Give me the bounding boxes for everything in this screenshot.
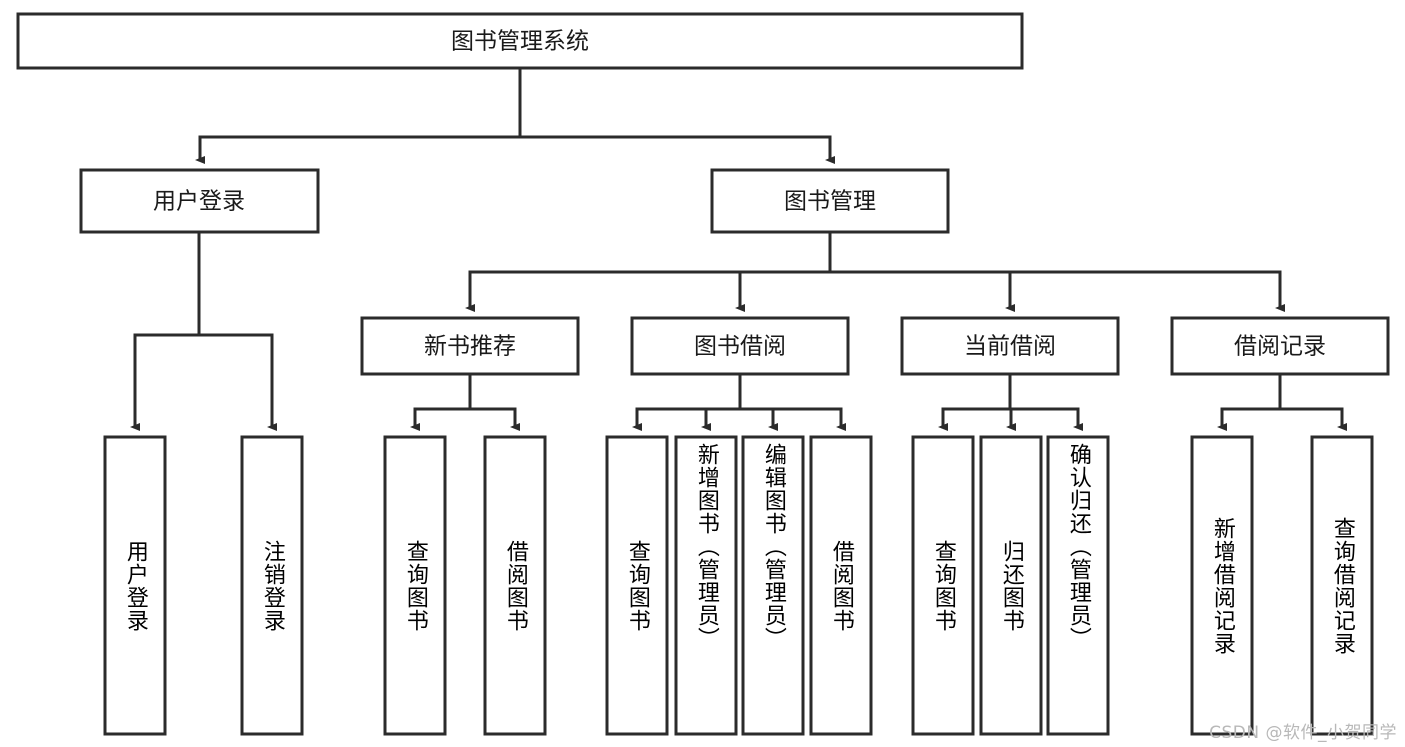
node-user-login[interactable]: 用户登录 xyxy=(79,168,320,234)
node-book-borrow-box[interactable] xyxy=(630,316,850,376)
leaf-box-borrow-book-1[interactable] xyxy=(483,435,547,736)
leaf-box-user-login[interactable] xyxy=(103,435,167,736)
connector-borrow-record-to-leaves xyxy=(1217,372,1347,431)
node-borrow-record-box[interactable] xyxy=(1170,316,1390,376)
node-current-borrow-box[interactable] xyxy=(900,316,1120,376)
leaf-box-confirm-return-admin[interactable] xyxy=(1046,435,1110,736)
connector-current-borrow-to-leaves xyxy=(938,372,1083,431)
leaf-box-return-book[interactable] xyxy=(979,435,1043,736)
node-current-borrow-label: 当前借阅 xyxy=(964,334,1056,360)
node-book-manage-box[interactable] xyxy=(710,168,950,234)
node-root[interactable]: 图书管理系统 xyxy=(16,12,1024,70)
node-new-book-rec-label: 新书推荐 xyxy=(424,334,516,360)
node-book-borrow[interactable]: 图书借阅 xyxy=(630,316,850,376)
leaf-box-query-book-3[interactable] xyxy=(911,435,975,736)
node-new-book-rec[interactable]: 新书推荐 xyxy=(360,316,580,376)
node-root-label: 图书管理系统 xyxy=(451,29,589,55)
node-book-borrow-label: 图书借阅 xyxy=(694,334,786,360)
connector-new-book-rec-to-leaves xyxy=(410,372,520,431)
node-book-manage[interactable]: 图书管理 xyxy=(710,168,950,234)
connector-root-to-level2 xyxy=(195,66,835,164)
connector-book-borrow-to-leaves xyxy=(632,372,846,431)
node-current-borrow[interactable]: 当前借阅 xyxy=(900,316,1120,376)
node-book-manage-label: 图书管理 xyxy=(784,189,876,215)
leaf-box-query-book-1[interactable] xyxy=(383,435,447,736)
connector-book-manage-to-level3 xyxy=(465,230,1285,312)
leaf-box-query-borrow-record[interactable] xyxy=(1310,435,1374,736)
node-root-box[interactable] xyxy=(16,12,1024,70)
node-user-login-label: 用户登录 xyxy=(153,189,245,215)
node-borrow-record[interactable]: 借阅记录 xyxy=(1170,316,1390,376)
connector-user-login-to-leaves xyxy=(130,230,277,431)
watermark-text: CSDN @软件_小贺同学 xyxy=(1209,723,1397,743)
leaf-box-query-book-2[interactable] xyxy=(605,435,669,736)
leaf-box-add-book-admin[interactable] xyxy=(674,435,738,736)
leaf-box-logout[interactable] xyxy=(240,435,304,736)
node-borrow-record-label: 借阅记录 xyxy=(1234,334,1326,360)
leaf-box-borrow-book-2[interactable] xyxy=(809,435,873,736)
leaf-box-edit-book-admin[interactable] xyxy=(741,435,805,736)
node-new-book-rec-box[interactable] xyxy=(360,316,580,376)
leaf-box-add-borrow-record[interactable] xyxy=(1190,435,1254,736)
